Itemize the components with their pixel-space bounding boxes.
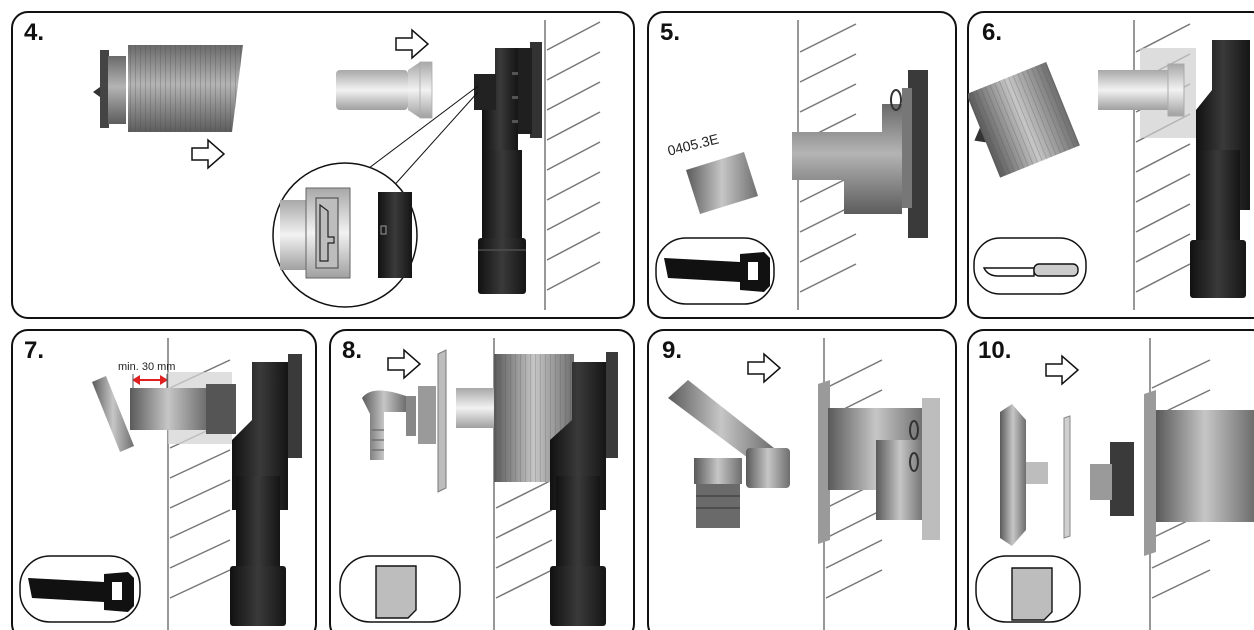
step-number: 7. bbox=[24, 337, 44, 364]
arrow-icon bbox=[1045, 354, 1080, 386]
gasket bbox=[1063, 415, 1071, 539]
panel-6: 6. bbox=[967, 11, 1254, 319]
arrow-icon bbox=[747, 352, 782, 384]
arrow-icon bbox=[191, 138, 226, 170]
y-branch-connector bbox=[668, 380, 790, 528]
panel-5: 0405.3E 5. bbox=[647, 11, 957, 319]
tool-badge bbox=[19, 555, 141, 623]
panel-7: min. 30 mm 7. bbox=[11, 329, 317, 630]
paper-icon bbox=[1011, 567, 1053, 621]
panel-9: 9. bbox=[647, 329, 957, 630]
siphon-body bbox=[456, 352, 618, 626]
siphon-body bbox=[474, 42, 542, 294]
wall-fitting bbox=[1090, 390, 1254, 556]
step-number: 5. bbox=[660, 19, 680, 46]
siphon-body bbox=[1098, 40, 1250, 298]
wall-hatch bbox=[544, 20, 601, 310]
panel-8: 8. bbox=[329, 329, 635, 630]
dimension-arrow bbox=[132, 374, 168, 388]
tool-badge bbox=[975, 555, 1081, 623]
step-number: 9. bbox=[662, 337, 682, 364]
tool-badge bbox=[655, 237, 775, 305]
panel-4: 4. bbox=[11, 11, 635, 319]
step-number: 10. bbox=[978, 337, 1011, 364]
paper-icon bbox=[375, 565, 417, 619]
cut-piece bbox=[686, 152, 758, 214]
saw-icon bbox=[664, 252, 770, 292]
dimension-label: min. 30 mm bbox=[118, 361, 175, 373]
tool-badge bbox=[339, 555, 461, 623]
threaded-sleeve bbox=[968, 61, 1080, 178]
cover-plate bbox=[437, 349, 447, 493]
threaded-sleeve bbox=[93, 45, 243, 132]
wall-fitting bbox=[818, 380, 940, 544]
knife-icon bbox=[982, 263, 1079, 277]
cut-piece bbox=[92, 376, 134, 452]
adapter-tube bbox=[336, 61, 433, 119]
step-number: 8. bbox=[342, 337, 362, 364]
step-number: 6. bbox=[982, 19, 1002, 46]
elbow-connector bbox=[362, 386, 436, 460]
siphon-body bbox=[130, 354, 302, 626]
arrow-icon bbox=[387, 348, 422, 380]
step-number: 4. bbox=[24, 19, 44, 46]
saw-icon bbox=[28, 572, 134, 612]
cover-rosette bbox=[1000, 404, 1048, 546]
arrow-icon bbox=[395, 28, 430, 60]
panel-10: 10. bbox=[967, 329, 1254, 630]
elbow-fitting bbox=[792, 70, 928, 238]
detail-zoom-callout bbox=[272, 85, 479, 308]
tool-badge bbox=[973, 237, 1087, 295]
